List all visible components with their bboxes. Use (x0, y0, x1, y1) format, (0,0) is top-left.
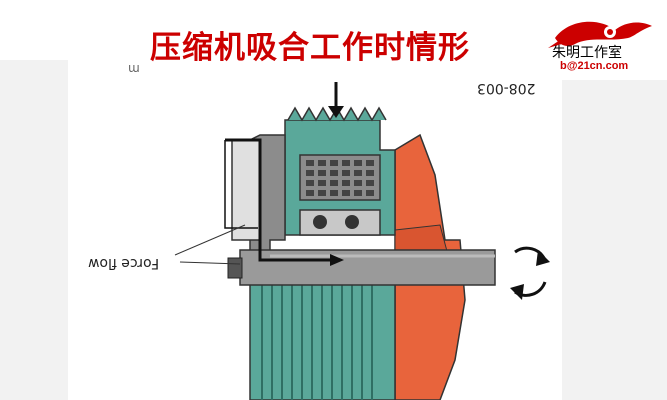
shaft-nut (227, 257, 243, 279)
force-flow-path (225, 138, 330, 262)
force-down-arrow-icon (328, 106, 344, 118)
brand-name: 朱明工作室 (552, 45, 622, 61)
bearing (299, 209, 381, 236)
clutch-hub (231, 139, 261, 241)
right-margin-band (562, 80, 667, 400)
brand-logo-icon (548, 21, 652, 48)
top-mark-label: m (128, 62, 140, 76)
force-flow-label: Force flow (88, 255, 160, 271)
left-margin-band (0, 60, 68, 400)
rotation-arrow-icon (510, 284, 524, 300)
part-code-label: 208-003 (477, 80, 536, 96)
slide-title: 压缩机吸合工作时情形 (150, 30, 470, 66)
brand-email: b@21cn.com (560, 60, 629, 72)
force-flow-arrowhead (330, 254, 344, 266)
